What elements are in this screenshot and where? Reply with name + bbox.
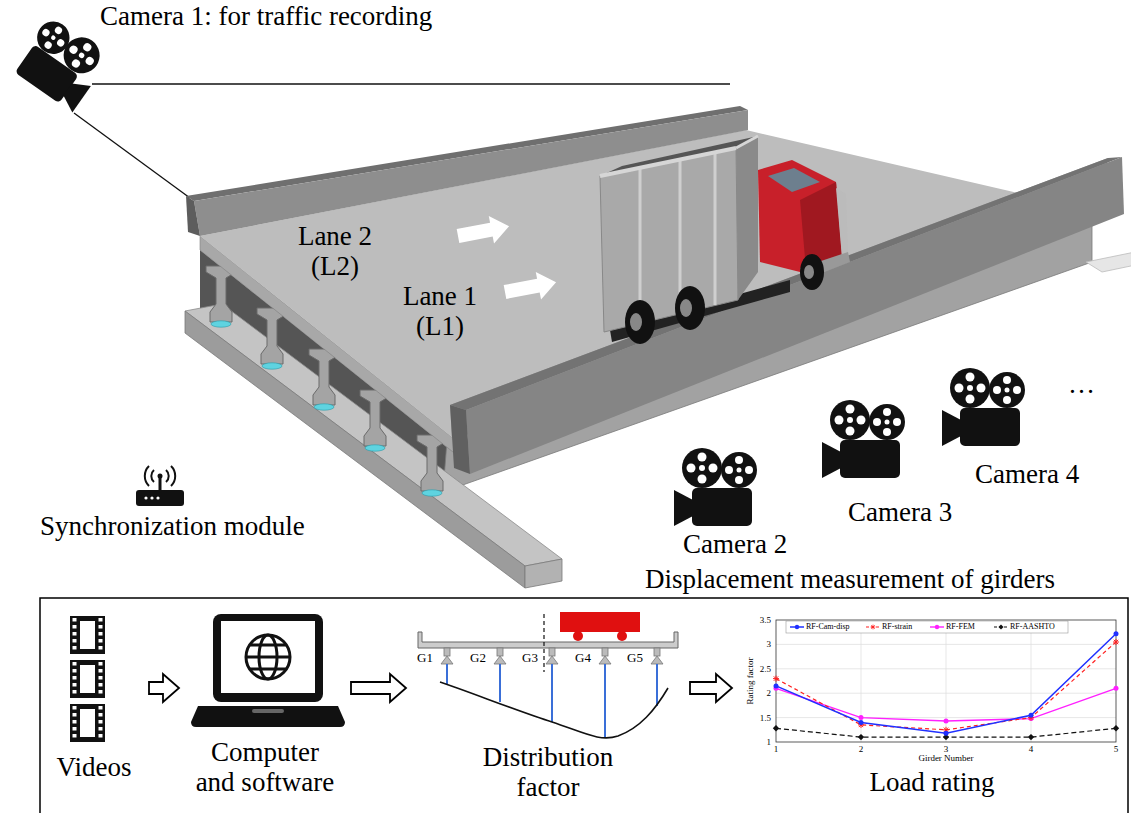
router-icon [136, 466, 184, 506]
camera-label: Camera 4 [975, 460, 1079, 490]
tick-label: 3 [767, 639, 772, 649]
tick-label: 2 [859, 744, 864, 754]
legend-entry: RF-FEM [946, 622, 975, 631]
step-caption: Videos [49, 753, 139, 783]
lane-label: Lane 2 (L2) [290, 222, 380, 281]
legend-entry: RF-Cam-disp [806, 622, 850, 631]
film-icon [70, 616, 105, 742]
camera-icon [942, 368, 1025, 446]
camera-icon [11, 12, 112, 112]
axis-title: Girder Number [918, 753, 973, 763]
girder-label: G1 [417, 651, 433, 666]
flow-arrow [351, 674, 406, 702]
caption-text: Displacement measurement of girders [645, 565, 1055, 595]
step-caption: Load rating [807, 768, 1057, 798]
camera-icon [822, 400, 905, 478]
camera-icon [674, 448, 757, 526]
rating-chart [773, 620, 1119, 742]
girder-label: G4 [575, 651, 591, 666]
tick-label: 5 [1114, 744, 1119, 754]
camera-label: Camera 2 [683, 530, 787, 560]
tick-label: 1.5 [760, 712, 771, 722]
ellipsis-mark: … [1068, 370, 1095, 400]
panel-frame [40, 598, 1128, 813]
process-step: Videos [45, 608, 143, 789]
tick-label: 2 [767, 688, 772, 698]
lane-label: Lane 1 (L1) [395, 282, 485, 341]
step-caption: Computer and software [190, 738, 340, 797]
legend-entry: RF-strain [882, 622, 912, 631]
legend-text: RF-FEM [946, 622, 975, 631]
tick-label: 4 [1029, 744, 1034, 754]
flow-arrow [149, 674, 179, 702]
laptop-icon [191, 614, 345, 727]
legend-text: RF-AASHTO [1010, 622, 1055, 631]
module-label: Synchronization module [40, 512, 305, 542]
legend-text: RF-Cam-disp [806, 622, 850, 631]
legend-entry: RF-AASHTO [1010, 622, 1055, 631]
bridge-illustration [185, 106, 1131, 588]
distribution-sketch [418, 612, 678, 738]
step-caption: Distribution factor [473, 743, 623, 802]
camera-label: Camera 3 [848, 498, 952, 528]
tick-label: 1 [774, 744, 779, 754]
camera-label: Camera 1: for traffic recording [100, 2, 432, 32]
tick-label: 3.5 [760, 615, 771, 625]
tick-label: 2.5 [760, 664, 771, 674]
legend-text: RF-strain [882, 622, 912, 631]
process-step: Computer and software [185, 608, 345, 803]
process-step: Distribution factor [412, 608, 684, 808]
flow-arrow [690, 674, 732, 702]
process-step: Load rating [738, 608, 1126, 804]
tick-label: 1 [767, 737, 772, 747]
axis-title: Rating factor [745, 657, 755, 704]
girder-label: G5 [627, 651, 643, 666]
truck-illustration [600, 136, 850, 344]
tick-label: 3 [944, 744, 949, 754]
girder-label: G3 [522, 651, 538, 666]
girder-label: G2 [470, 651, 486, 666]
